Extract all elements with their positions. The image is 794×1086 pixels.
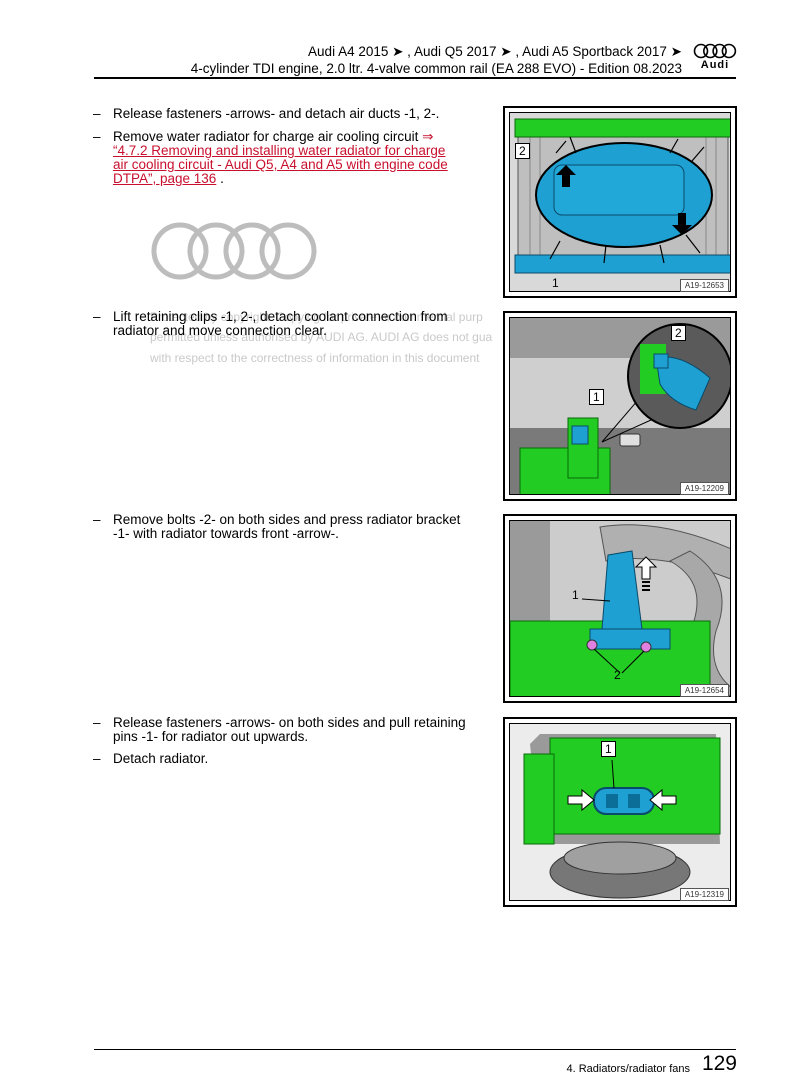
callout-1: 1 <box>589 389 604 405</box>
coolant-connection-illustration <box>510 318 730 494</box>
figure-coolant-connection: 2 1 A19-12209 <box>503 311 737 501</box>
step-text: Release fasteners -arrows- on both sides… <box>113 715 466 744</box>
watermark-rings-icon <box>151 222 317 280</box>
step-dash: – <box>93 751 101 766</box>
step-remove-charge-air-radiator: – Remove water radiator for charge air c… <box>93 129 458 186</box>
step-remove-bolts: – Remove bolts -2- on both sides and pre… <box>93 512 468 541</box>
step-text: Lift retaining clips -1, 2-, detach cool… <box>113 309 448 338</box>
callout-1: 1 <box>572 588 579 602</box>
audi-rings-icon <box>693 43 737 59</box>
figure-illustration <box>509 112 731 292</box>
figure-illustration <box>509 317 731 495</box>
page-number: 129 <box>701 1052 737 1075</box>
audi-wordmark: Audi <box>700 59 730 71</box>
callout-1: 1 <box>601 741 616 757</box>
step-pull-retaining-pins: – Release fasteners -arrows- on both sid… <box>93 715 468 744</box>
figure-illustration <box>509 520 731 697</box>
audi-logo: Audi <box>693 43 737 71</box>
callout-2: 2 <box>515 143 530 159</box>
step-text: Remove water radiator for charge air coo… <box>113 129 423 144</box>
watermark-line-3: with respect to the correctness of infor… <box>150 351 480 365</box>
retaining-pins-illustration <box>510 724 730 900</box>
step-release-air-ducts: – Release fasteners -arrows- and detach … <box>93 106 478 121</box>
footer-section-title: 4. Radiators/radiator fans <box>566 1063 690 1075</box>
cross-reference-arrow-icon: ⇒ <box>422 129 434 144</box>
figure-code: A19-12654 <box>679 684 729 697</box>
step-text: Detach radiator. <box>113 751 209 766</box>
step-text-end: . <box>216 171 224 186</box>
step-text: Remove bolts -2- on both sides and press… <box>113 512 461 541</box>
figure-illustration <box>509 723 731 901</box>
radiator-bracket-illustration <box>510 521 730 696</box>
step-detach-coolant-connection: – Lift retaining clips -1, 2-, detach co… <box>93 309 458 338</box>
footer-divider <box>94 1049 736 1050</box>
figure-radiator-bracket: 1 2 A19-12654 <box>503 514 737 703</box>
callout-2: 2 <box>671 325 686 341</box>
header-engine-line: 4-cylinder TDI engine, 2.0 ltr. 4-valve … <box>190 61 682 76</box>
step-dash: – <box>93 715 101 730</box>
watermark-line-1: Protected by copyright. Copying for priv… <box>150 310 483 324</box>
figure-air-ducts: 2 1 A19-12653 <box>503 106 737 298</box>
figure-code: A19-12209 <box>679 482 729 495</box>
callout-1: 1 <box>552 276 559 290</box>
step-dash: – <box>93 129 101 144</box>
callout-2: 2 <box>614 668 621 682</box>
step-dash: – <box>93 512 101 527</box>
figure-code: A19-12653 <box>679 279 729 292</box>
step-dash: – <box>93 106 101 121</box>
cross-reference-link[interactable]: “4.7.2 Removing and installing water rad… <box>113 143 448 186</box>
step-text: Release fasteners -arrows- and detach ai… <box>113 106 440 121</box>
watermark-line-2: permitted unless authorised by AUDI AG. … <box>150 330 493 344</box>
header-models-line: Audi A4 2015 ➤ , Audi Q5 2017 ➤ , Audi A… <box>308 44 682 59</box>
figure-code: A19-12319 <box>679 888 729 901</box>
header-divider <box>94 77 736 79</box>
air-duct-illustration <box>510 113 730 291</box>
step-dash: – <box>93 309 101 324</box>
figure-retaining-pins: 1 A19-12319 <box>503 717 737 907</box>
step-detach-radiator: – Detach radiator. <box>93 751 478 766</box>
